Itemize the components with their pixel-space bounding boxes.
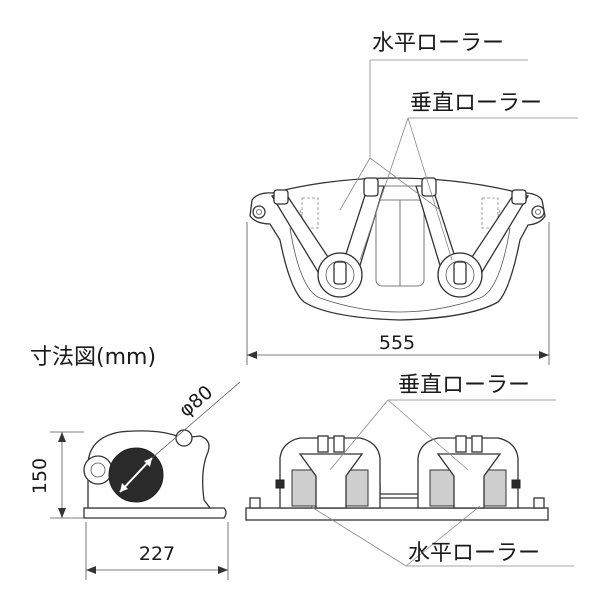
dimension-title: 寸法図(mm): [30, 345, 156, 370]
bottom-leaders: [309, 399, 574, 567]
label-horizontal-roller-bottom: 水平ローラー: [408, 541, 540, 566]
side-depth-dimension: 227: [139, 543, 175, 565]
label-vertical-roller-bottom: 垂直ローラー: [398, 373, 530, 398]
front-view: [245, 435, 549, 521]
side-view: [50, 381, 241, 580]
top-view: [246, 177, 550, 365]
roller-diameter-dimension: φ80: [175, 381, 217, 421]
side-height-dimension: 150: [29, 458, 51, 494]
front-base-plate: [245, 507, 549, 521]
bolt-hole-left: [252, 205, 266, 219]
bolt-hole-right: [531, 205, 545, 219]
label-horizontal-roller-top: 水平ローラー: [372, 31, 504, 56]
top-leaders: [339, 59, 578, 261]
label-vertical-roller-top: 垂直ローラー: [410, 91, 542, 116]
overall-width-dimension: 555: [379, 332, 415, 354]
side-base-plate: [83, 507, 227, 519]
